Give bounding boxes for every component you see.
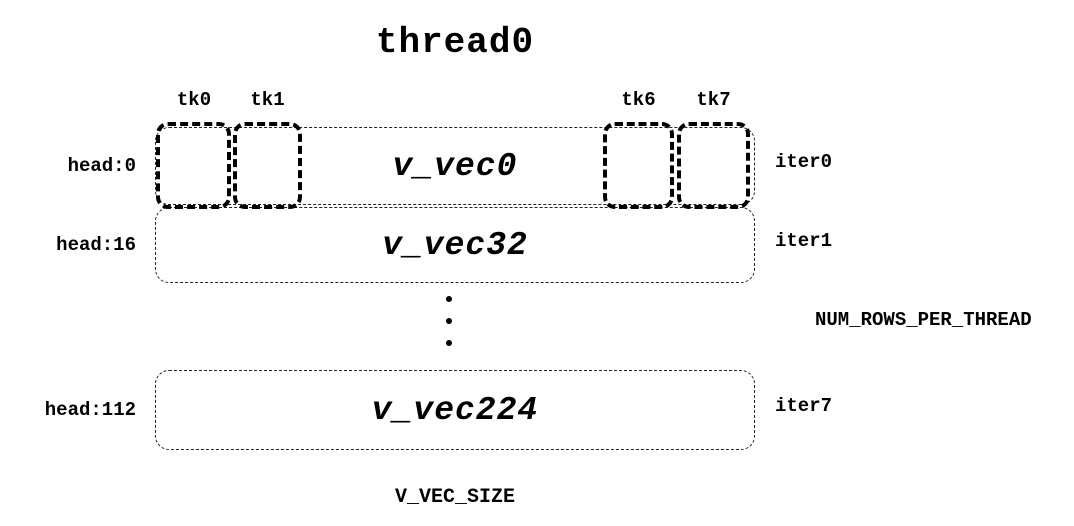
v-vec224-row-box: v_vec224 bbox=[155, 370, 755, 450]
v-vec0-label: v_vec0 bbox=[392, 147, 518, 185]
tk1-label: tk1 bbox=[250, 89, 285, 111]
v-vec32-row-box: v_vec32 bbox=[155, 207, 755, 283]
tk6-cell-box bbox=[603, 122, 674, 209]
num-rows-per-thread-label: NUM_ROWS_PER_THREAD bbox=[815, 309, 1032, 331]
iter7-label: iter7 bbox=[775, 395, 833, 417]
tk7-cell-box bbox=[677, 122, 750, 209]
ellipsis-dot bbox=[446, 318, 452, 324]
vertical-ellipsis-icon bbox=[446, 296, 452, 346]
tk0-label: tk0 bbox=[176, 89, 212, 111]
head-16-label: head:16 bbox=[56, 234, 136, 256]
iter0-label: iter0 bbox=[775, 151, 833, 173]
tk7-label: tk7 bbox=[696, 89, 731, 111]
tk6-label: tk6 bbox=[621, 89, 656, 111]
ellipsis-dot bbox=[446, 340, 452, 346]
tk1-cell-box bbox=[233, 122, 302, 209]
iter1-label: iter1 bbox=[775, 230, 833, 252]
head-0-label: head:0 bbox=[67, 155, 136, 177]
head-112-label: head:112 bbox=[44, 399, 136, 421]
v-vec224-label: v_vec224 bbox=[371, 391, 539, 429]
tk0-cell-box bbox=[156, 122, 231, 209]
ellipsis-dot bbox=[446, 296, 452, 302]
v-vec-size-label: V_VEC_SIZE bbox=[394, 486, 516, 509]
v-vec32-label: v_vec32 bbox=[382, 226, 528, 264]
v-vec0-row-box: v_vec0 bbox=[155, 127, 755, 205]
diagram-title: thread0 bbox=[375, 22, 535, 63]
